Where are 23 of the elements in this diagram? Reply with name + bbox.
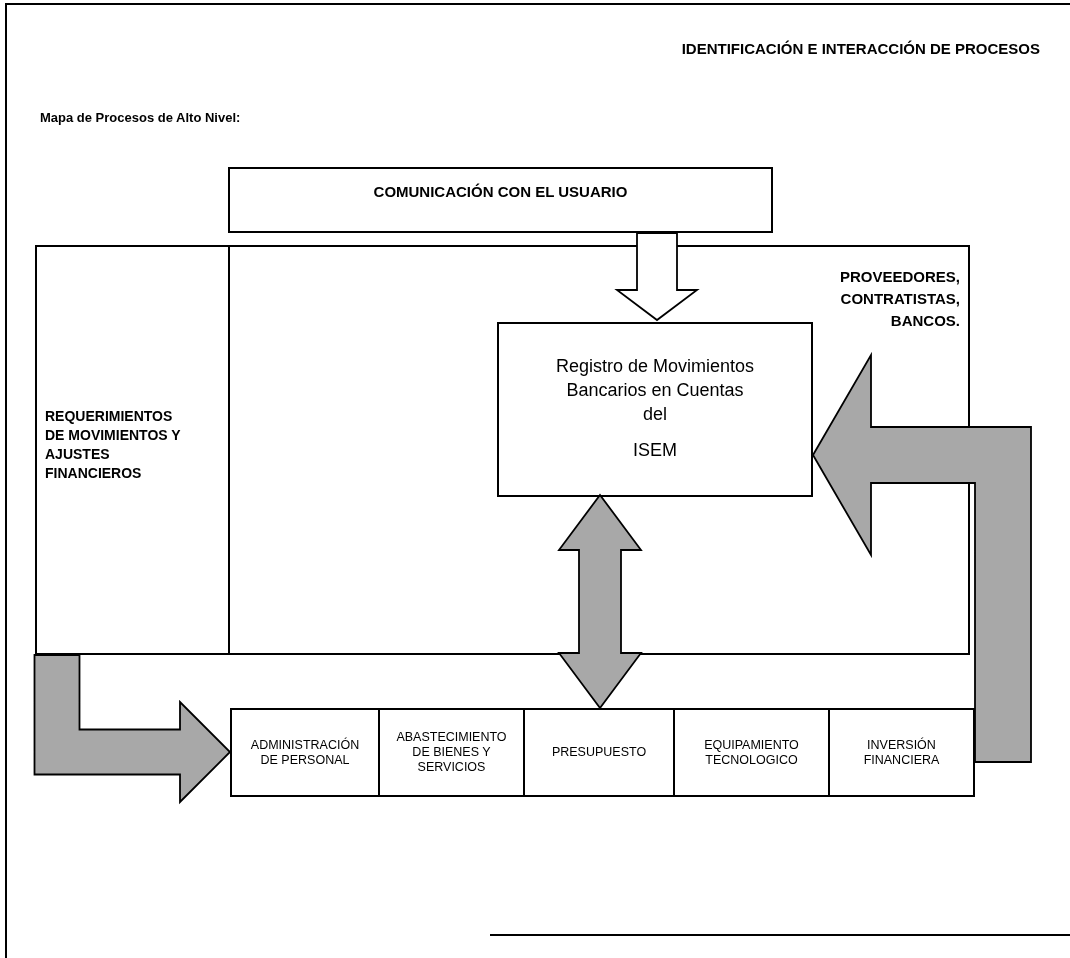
- box-text: ABASTECIMIENTO DE BIENES Y SERVICIOS: [395, 730, 508, 775]
- block-arrow: [811, 351, 1032, 763]
- box-text: COMUNICACIÓN CON EL USUARIO: [373, 182, 628, 202]
- process-cell: [230, 708, 380, 797]
- heading-text: PROVEEDORES, CONTRATISTAS, BANCOS.: [800, 266, 960, 344]
- process-cell: [525, 708, 675, 797]
- process-box: [497, 322, 813, 497]
- box-text: Registro de Movimientos Bancarios en Cuentas del: [554, 354, 756, 426]
- process-cell: [380, 708, 525, 797]
- process-cell: [675, 708, 830, 797]
- subtitle-text: Mapa de Procesos de Alto Nivel:: [40, 109, 241, 127]
- block-arrow: [614, 232, 700, 322]
- box-text: ADMINISTRACIÓN DE PERSONAL: [249, 737, 361, 768]
- box-text: REQUERIMIENTOS DE MOVIMIENTOS Y AJUSTES FINANCIEROS: [45, 407, 182, 483]
- process-box: [228, 167, 773, 233]
- page-title: IDENTIFICACIÓN E INTERACCIÓN DE PROCESOS: [680, 39, 1040, 59]
- block-arrow: [33, 654, 232, 805]
- box-text: EQUIPAMIENTO TECNOLOGICO: [703, 737, 800, 768]
- box-text: ISEM: [632, 438, 678, 462]
- box-text: INVERSIÓN FINANCIERA: [862, 737, 941, 768]
- block-arrow: [557, 493, 643, 710]
- process-box: [35, 245, 230, 655]
- box-text: PRESUPUESTO: [550, 745, 648, 760]
